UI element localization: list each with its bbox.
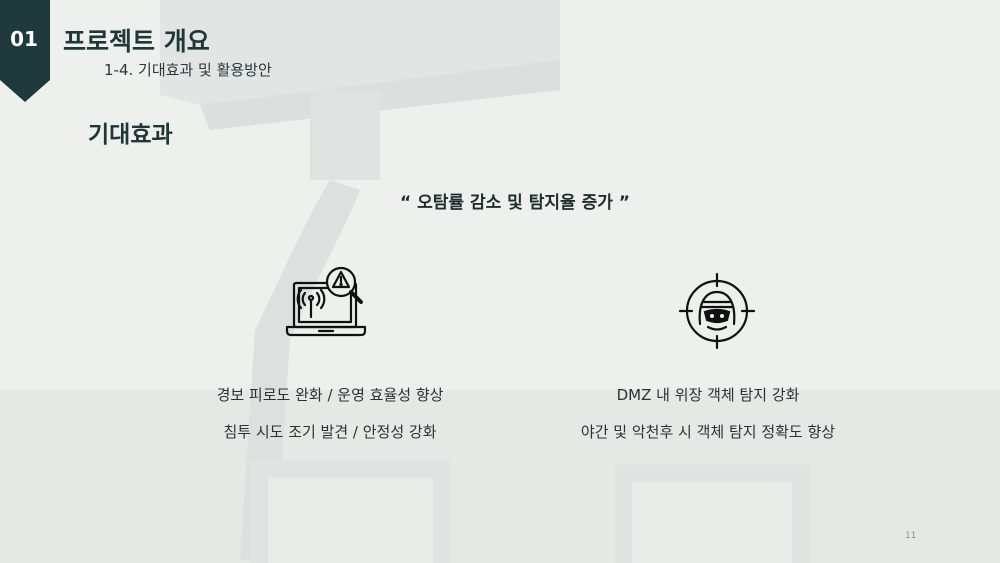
- section-title: 기대효과: [88, 122, 173, 148]
- left-effect-line-2: 침투 시도 조기 발견 / 안정성 강화: [223, 423, 437, 441]
- page-subtitle: 1-4. 기대효과 및 활용방안: [104, 61, 272, 79]
- quote-headline: “ 오탐률 감소 및 탐지율 증가 ”: [400, 193, 630, 213]
- section-number: 01: [10, 27, 38, 51]
- right-effect-line-2: 야간 및 악천후 시 객체 탐지 정확도 향상: [580, 423, 836, 441]
- target-intruder-icon: [678, 272, 756, 350]
- right-effect-line-1: DMZ 내 위장 객체 탐지 강화: [616, 386, 800, 404]
- page-number: 11: [905, 531, 917, 541]
- section-badge: [0, 0, 50, 102]
- left-effect-line-1: 경보 피로도 완화 / 운영 효율성 향상: [216, 386, 444, 404]
- page-title: 프로젝트 개요: [63, 27, 210, 56]
- laptop-alert-search-icon: [285, 266, 367, 337]
